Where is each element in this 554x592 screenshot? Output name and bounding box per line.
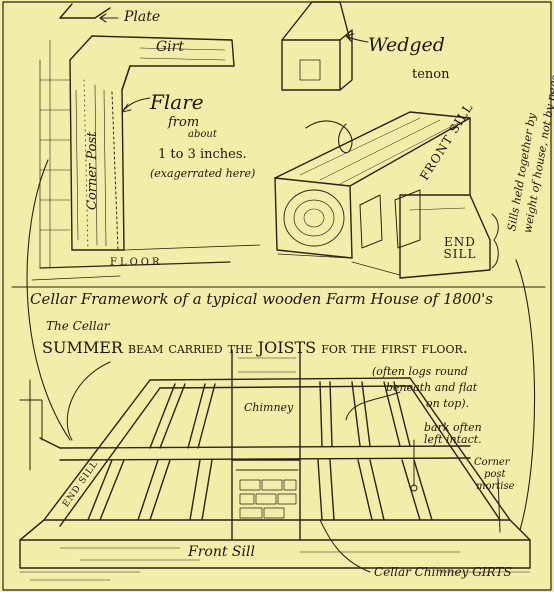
end-sill-top-label: END SILL [443,235,477,261]
floor-label: FLOOR [110,257,163,268]
flare-note: (exagerrated here) [150,167,256,180]
summer-beam-label: SUMMER beam carried the JOISTS for the f… [42,338,468,357]
plate-label: Plate [124,9,161,25]
summer-beam-leader [66,361,111,441]
girt-label: Girt [156,39,184,55]
flare-range: 1 to 3 inches. [158,147,247,162]
bark-note-line-1: bark often [424,421,482,434]
corner-post-mortise-line-2: post [484,469,506,480]
corner-post-mortise-line-1: Corner [474,457,510,468]
cellar-chimney-girts-label: Cellar Chimney GIRTS [374,565,512,579]
logs-note-line-3: on top). [426,397,470,410]
cellar-framework [19,349,531,581]
the-cellar-label: The Cellar [46,319,110,333]
logs-note-line-1: (often logs round [372,365,468,378]
mortise-leader [497,477,501,533]
flare-label: Flare [150,90,204,114]
wedged-label: Wedged [368,34,445,56]
logs-note-line-2: beneath and flat [386,381,478,394]
flare-from: from [168,115,200,130]
right-swoop [515,259,536,531]
bark-note-line-2: left intact. [424,433,482,446]
left-swoop [26,159,71,441]
front-sill-bottom-label: Front Sill [188,544,255,560]
corner-post-detail [31,3,261,281]
tenon-label: tenon [412,67,450,82]
logs-leader [345,391,401,421]
chimney-label: Chimney [244,401,294,414]
sill-joint-detail [274,1,499,279]
cellar-title: Cellar Framework of a typical wooden Far… [30,290,493,308]
flare-about: about [188,129,217,140]
corner-post-label: Corner Post [85,131,100,210]
corner-post-mortise-line-3: mortise [476,481,515,492]
girts-leader [319,519,371,573]
